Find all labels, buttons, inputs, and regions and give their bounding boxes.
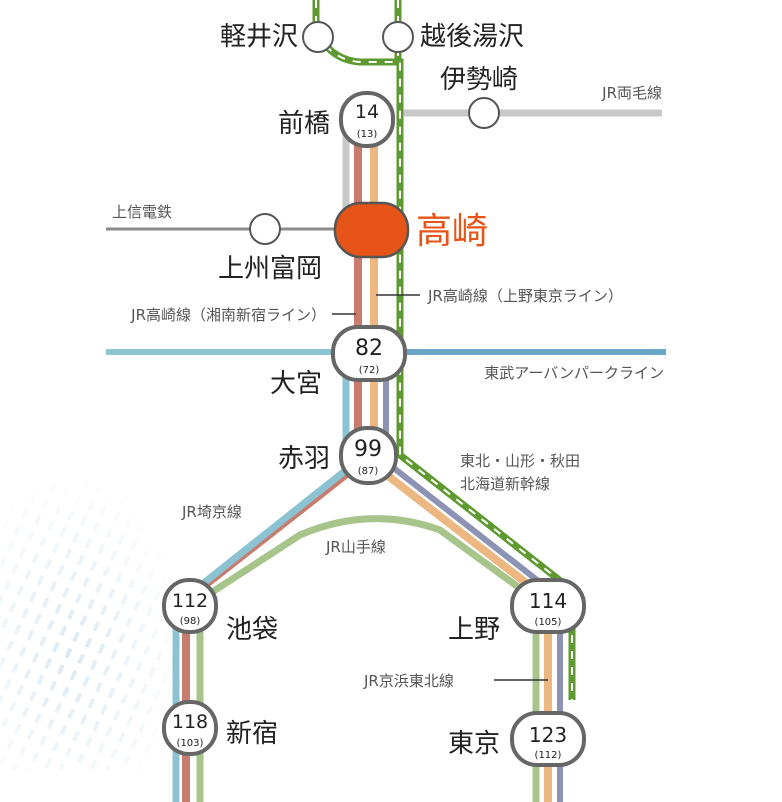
- akabane-minutes: 99: [354, 437, 382, 462]
- label-ueno: 上野: [448, 615, 500, 645]
- label-keihin: JR京浜東北線: [363, 672, 454, 690]
- label-joshin: 上信電鉄: [112, 203, 172, 221]
- maebashi-minutes: 14: [355, 101, 379, 123]
- label-akabane: 赤羽: [278, 444, 330, 474]
- label-ikebukuro: 池袋: [226, 615, 278, 645]
- akabane-sub: (87): [358, 466, 379, 477]
- station-karuizawa-marker[interactable]: [302, 21, 334, 53]
- station-omiya-marker[interactable]: 82 (72): [331, 325, 407, 382]
- ikebukuro-sub: (98): [180, 616, 201, 627]
- maebashi-sub: (13): [357, 129, 378, 140]
- label-echigo-yuzawa: 越後湯沢: [420, 22, 524, 52]
- label-isesaki: 伊勢崎: [440, 65, 518, 95]
- label-saikyo: JR埼京線: [181, 503, 242, 521]
- label-shinkansen-1: 東北・山形・秋田: [460, 452, 580, 470]
- line-keihin-tohoku: [383, 352, 563, 802]
- station-echigo-yuzawa-marker[interactable]: [382, 21, 414, 53]
- shinjuku-minutes: 118: [172, 711, 208, 733]
- ueno-sub: (105): [535, 617, 562, 628]
- label-takasaki-shonan: JR高崎線（湘南新宿ライン）: [130, 306, 326, 324]
- label-shinkansen-2: 北海道新幹線: [460, 475, 550, 493]
- label-karuizawa: 軽井沢: [220, 22, 298, 52]
- station-ikebukuro-marker[interactable]: 112 (98): [162, 578, 218, 634]
- omiya-sub: (72): [359, 365, 380, 376]
- station-maebashi-marker[interactable]: 14 (13): [339, 91, 395, 148]
- label-omiya: 大宮: [270, 369, 322, 399]
- station-tokyo-marker[interactable]: 123 (112): [510, 711, 586, 767]
- station-joshu-tomioka-marker[interactable]: [249, 213, 281, 245]
- label-takasaki-ueno: JR高崎線（上野東京ライン）: [427, 287, 623, 305]
- ueno-minutes: 114: [529, 589, 567, 613]
- label-tobu: 東武アーバンパークライン: [484, 364, 664, 382]
- station-ueno-marker[interactable]: 114 (105): [510, 578, 586, 634]
- label-jr-ryomo: JR両毛線: [601, 84, 662, 102]
- shinjuku-sub: (103): [177, 738, 204, 749]
- line-yamanote: [198, 515, 540, 802]
- station-isesaki-marker[interactable]: [468, 97, 500, 129]
- label-tokyo: 東京: [448, 729, 500, 759]
- ikebukuro-minutes: 112: [172, 590, 208, 612]
- tokyo-minutes: 123: [529, 723, 567, 747]
- station-akabane-marker[interactable]: 99 (87): [339, 426, 398, 485]
- line-ueno-tokyo: [370, 120, 552, 802]
- label-yamanote: JR山手線: [325, 538, 386, 556]
- omiya-minutes: 82: [355, 336, 383, 361]
- tokyo-sub: (112): [535, 750, 562, 761]
- station-shinjuku-marker[interactable]: 118 (103): [162, 700, 218, 756]
- label-takasaki: 高崎: [416, 211, 488, 252]
- label-maebashi: 前橋: [278, 109, 330, 139]
- label-joshu-tomioka: 上州富岡: [218, 254, 322, 284]
- label-shinjuku: 新宿: [226, 719, 278, 749]
- station-takasaki-marker[interactable]: [333, 201, 410, 259]
